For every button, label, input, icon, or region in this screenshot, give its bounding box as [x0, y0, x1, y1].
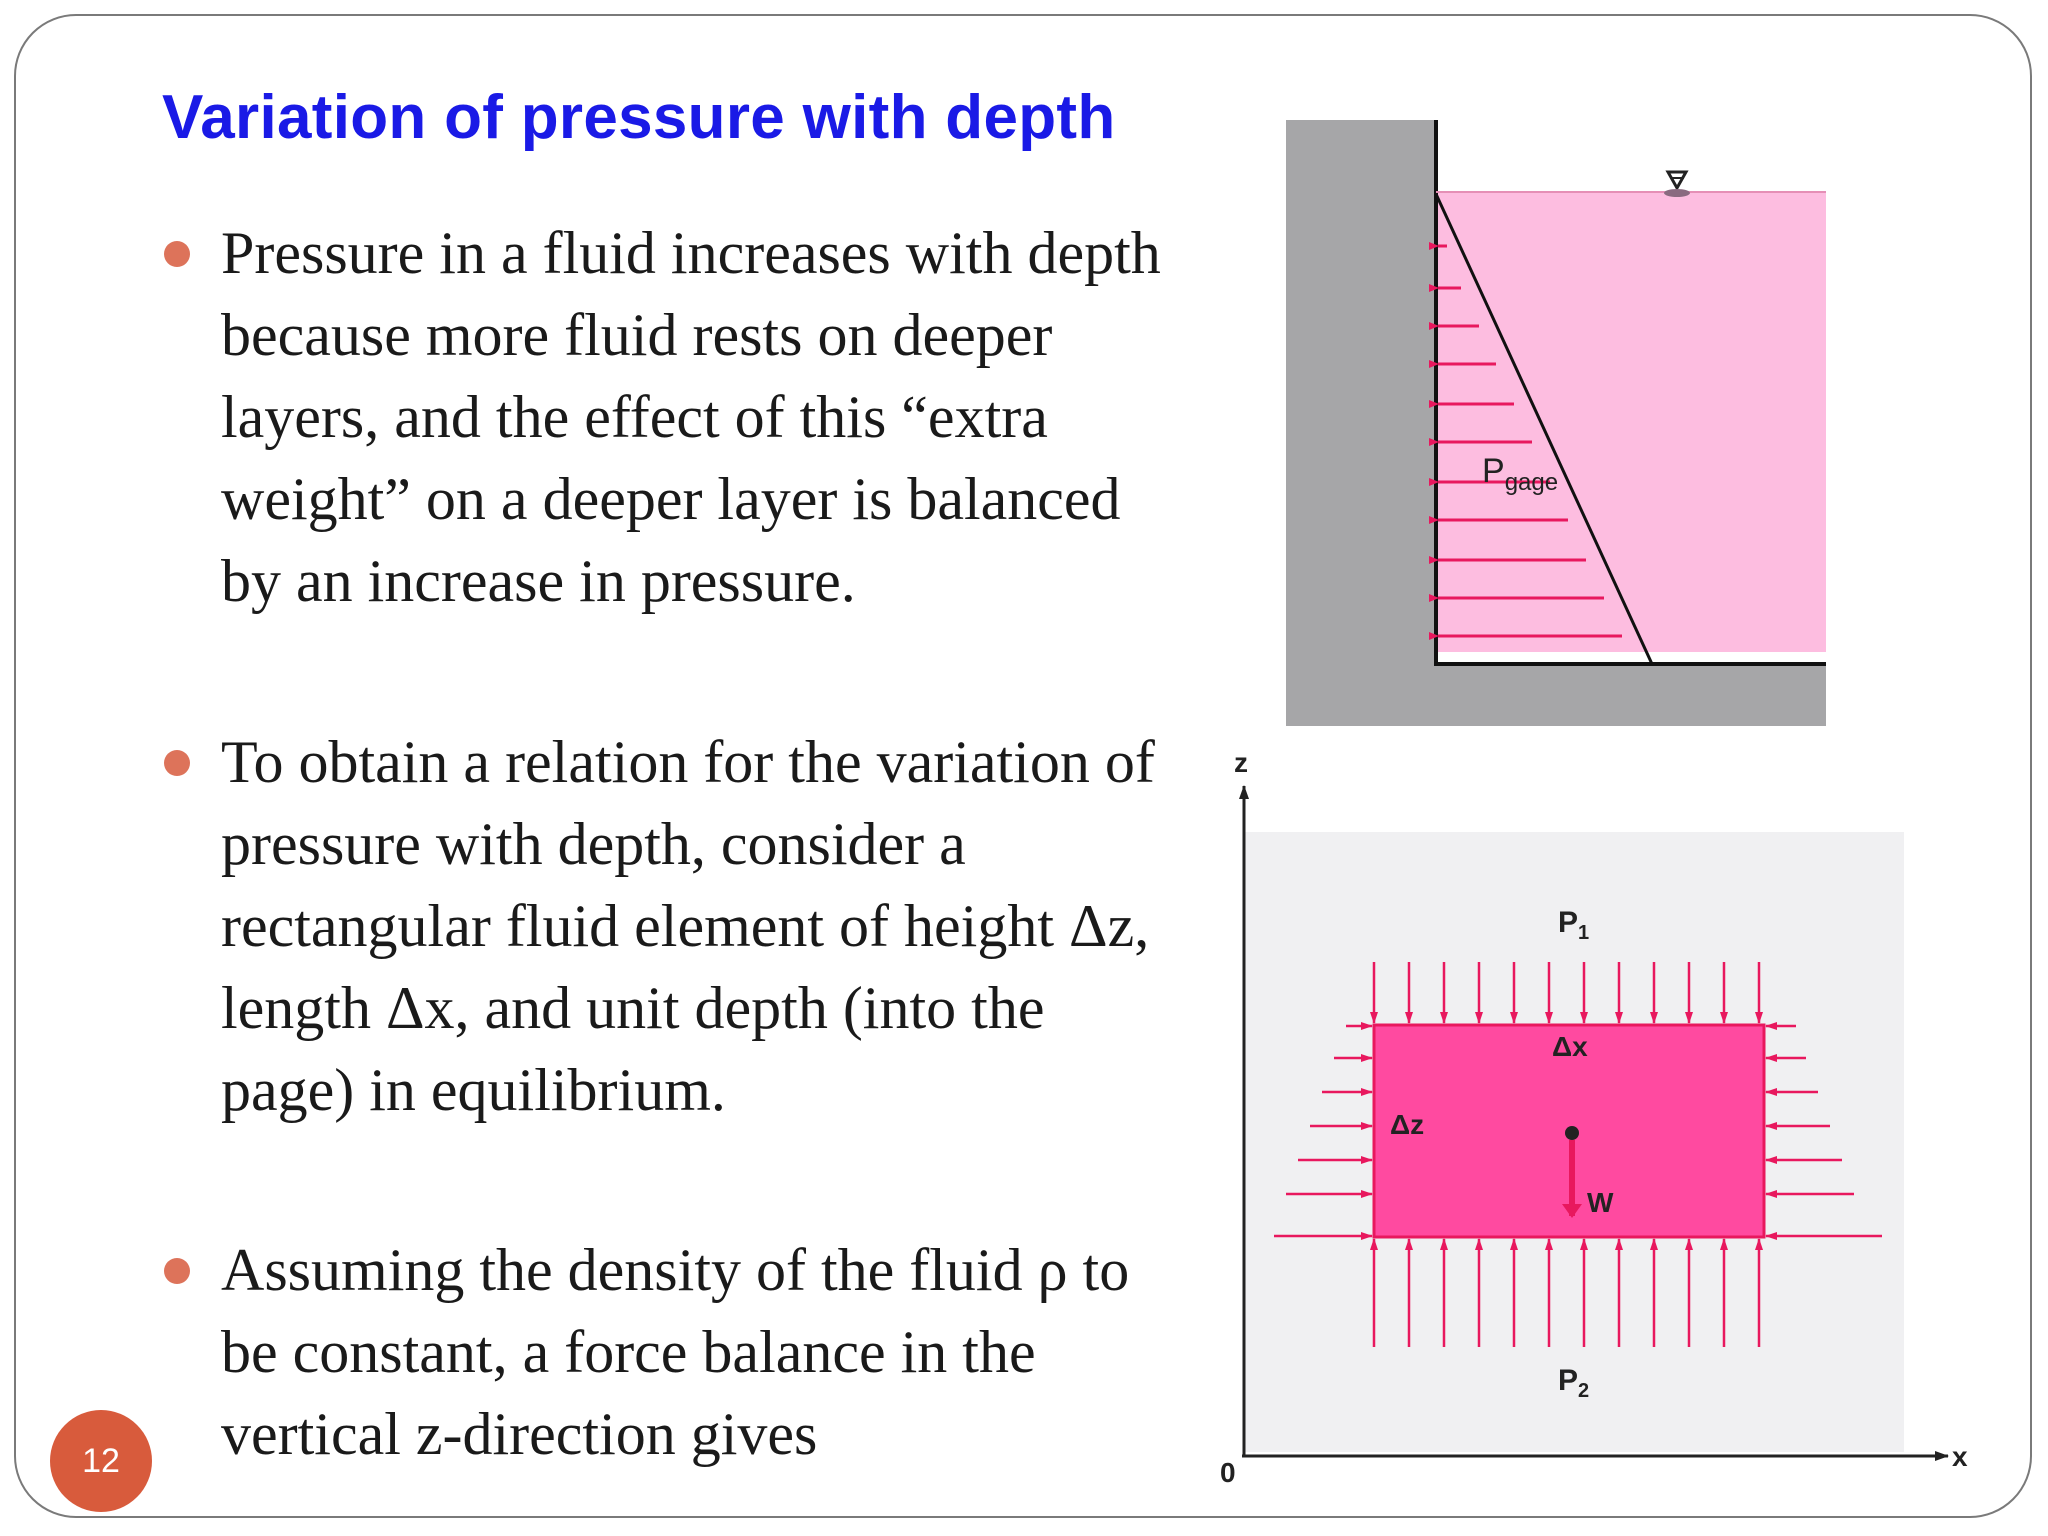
fluid-region — [1436, 192, 1826, 652]
top-pressure-arrows — [1370, 962, 1763, 1024]
bullet-text: Assuming the density of the fluid ρ to b… — [221, 1237, 1130, 1467]
p1-label: P1 — [1558, 906, 1589, 944]
bullet-text: Pressure in a fluid increases with depth… — [221, 220, 1161, 614]
wall-edge — [1434, 120, 1826, 666]
p2-label: P2 — [1558, 1364, 1589, 1402]
dx-label: Δx — [1552, 1031, 1588, 1062]
z-axis-label: z — [1234, 747, 1248, 778]
dz-label: Δz — [1390, 1109, 1424, 1140]
slide-title: Variation of pressure with depth — [162, 83, 1116, 152]
bullet-text: To obtain a relation for the variation o… — [221, 729, 1155, 1123]
bullet-force-balance: Assuming the density of the fluid ρ to b… — [164, 1229, 1181, 1475]
pgage-label: Pgage — [1482, 452, 1558, 496]
gage-pressure-figure: Pgage — [1286, 120, 1826, 726]
bullet-dot — [164, 750, 190, 776]
free-surface-symbol — [1664, 170, 1690, 197]
wall — [1286, 120, 1826, 726]
page-number-badge: 12 — [50, 1410, 152, 1512]
pressure-distribution-line — [1434, 193, 1654, 665]
slide-frame: Variation of pressure with depth Pressur… — [14, 14, 2032, 1518]
center-of-mass — [1565, 1126, 1579, 1140]
pressure-arrows — [1429, 242, 1622, 640]
bottom-pressure-arrows — [1370, 1238, 1763, 1347]
bullet-fluid-element: To obtain a relation for the variation o… — [164, 721, 1181, 1131]
fluid-element-figure: z x 0 — [1220, 747, 1968, 1488]
left-pressure-arrows — [1274, 1022, 1373, 1240]
bullet-dot — [164, 241, 190, 267]
right-pressure-arrows — [1765, 1022, 1882, 1240]
w-label: W — [1587, 1187, 1614, 1218]
x-axis-label: x — [1952, 1441, 1968, 1472]
bullet-dot — [164, 1258, 190, 1284]
bullet-pressure-increase: Pressure in a fluid increases with depth… — [164, 212, 1181, 622]
origin-label: 0 — [1220, 1457, 1236, 1488]
